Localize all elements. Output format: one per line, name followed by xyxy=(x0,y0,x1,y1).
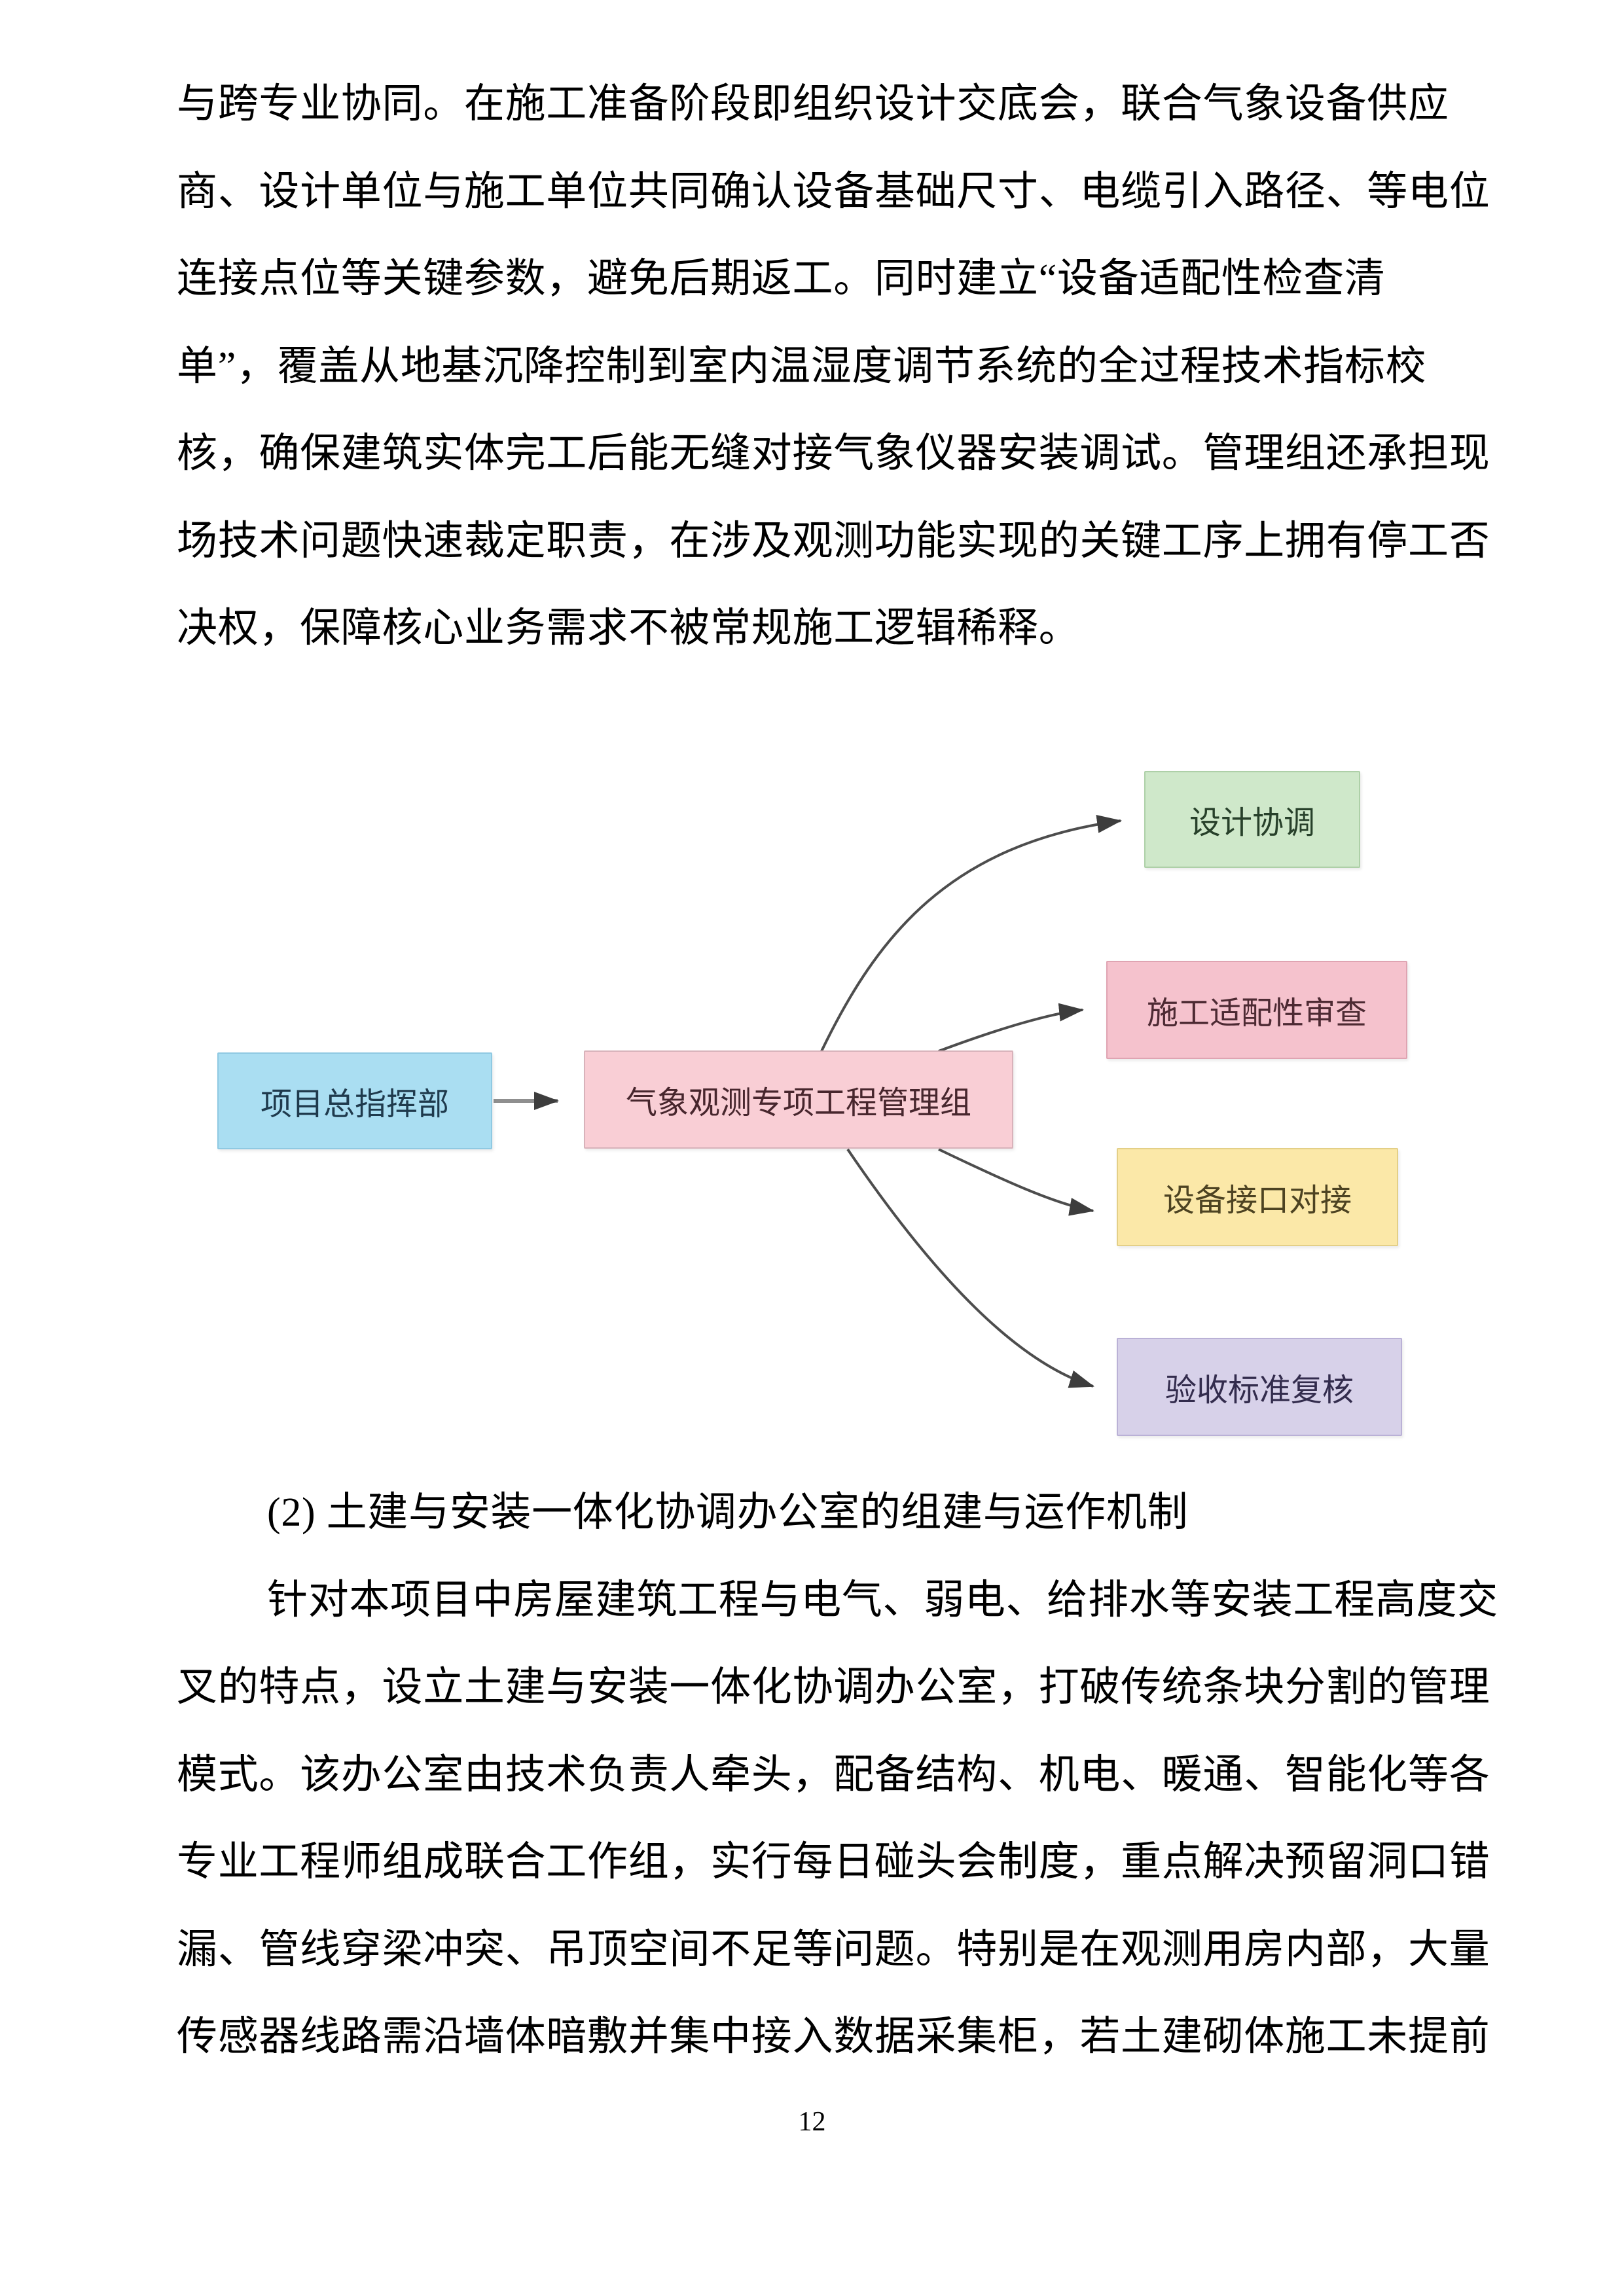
text-line: 商、设计单位与施工单位共同确认设备基础尺寸、电缆引入路径、等电位 xyxy=(177,169,1490,214)
text-line: 叉的特点，设立土建与安装一体化协调办公室，打破传统条块分割的管理 xyxy=(177,1665,1490,1710)
flowchart-node-review: 施工适配性审查 xyxy=(1106,961,1407,1059)
flowchart-node-label: 施工适配性审查 xyxy=(1146,996,1367,1031)
text-line: 模式。该办公室由技术负责人牵头，配备结构、机电、暖通、智能化等各 xyxy=(177,1752,1490,1797)
flowchart-node-label: 设备接口对接 xyxy=(1163,1183,1352,1218)
text-line: 针对本项目中房屋建筑工程与电气、弱电、给排水等安装工程高度交 xyxy=(267,1577,1499,1623)
flowchart-node-label: 气象观测专项工程管理组 xyxy=(625,1086,971,1121)
flowchart-node-design: 设计协调 xyxy=(1144,771,1360,868)
text-line: 专业工程师组成联合工作组，实行每日碰头会制度，重点解决预留洞口错 xyxy=(177,1840,1490,1884)
flowchart-node-label: 项目总指挥部 xyxy=(260,1087,449,1122)
section-heading: (2) 土建与安装一体化协调办公室的组建与运作机制 xyxy=(267,1490,1189,1535)
text-line: 传感器线路需沿墙体暗敷并集中接入数据采集柜，若土建砌体施工未提前 xyxy=(177,2015,1490,2059)
text-line: 单”，覆盖从地基沉降控制到室内温湿度调节系统的全过程技术指标校 xyxy=(177,344,1427,389)
page-number: 12 xyxy=(798,2107,826,2137)
arrow-mgmt-to-interface xyxy=(938,1148,1094,1216)
flowchart-node-mgmt-group: 气象观测专项工程管理组 xyxy=(584,1050,1013,1149)
flowchart-node-project-hq: 项目总指挥部 xyxy=(217,1052,492,1149)
text-line: 漏、管线穿梁冲突、吊顶空间不足等问题。特别是在观测用房内部，大量 xyxy=(177,1927,1490,1972)
text-line: 场技术问题快速裁定职责，在涉及观测功能实现的关键工序上拥有停工否 xyxy=(177,518,1490,564)
paragraph-top: 与跨专业协同。在施工准备阶段即组织设计交底会，联合气象设备供应 商、设计单位与施… xyxy=(177,61,1490,673)
arrow-mgmt-to-acceptance xyxy=(846,1148,1094,1388)
flowchart-node-label: 设计协调 xyxy=(1189,806,1315,840)
arrow-mgmt-to-review xyxy=(938,1003,1084,1052)
flowchart-node-interface: 设备接口对接 xyxy=(1117,1148,1398,1246)
flowchart-node-label: 验收标准复核 xyxy=(1164,1373,1354,1408)
arrow-mgmt-to-design xyxy=(820,815,1122,1052)
flowchart-node-acceptance: 验收标准复核 xyxy=(1117,1338,1402,1436)
text-line: 决权，保障核心业务需求不被常规施工逻辑稀释。 xyxy=(177,606,1080,651)
paragraph-bottom: (2) 土建与安装一体化协调办公室的组建与运作机制 针对本项目中房屋建筑工程与电… xyxy=(177,1469,1499,2081)
text-line: 连接点位等关键参数，避免后期返工。同时建立“设备适配性检查清 xyxy=(177,257,1386,301)
text-line: 核，确保建筑实体完工后能无缝对接气象仪器安装调试。管理组还承担现 xyxy=(177,431,1490,476)
text-line: 与跨专业协同。在施工准备阶段即组织设计交底会，联合气象设备供应 xyxy=(177,82,1449,126)
